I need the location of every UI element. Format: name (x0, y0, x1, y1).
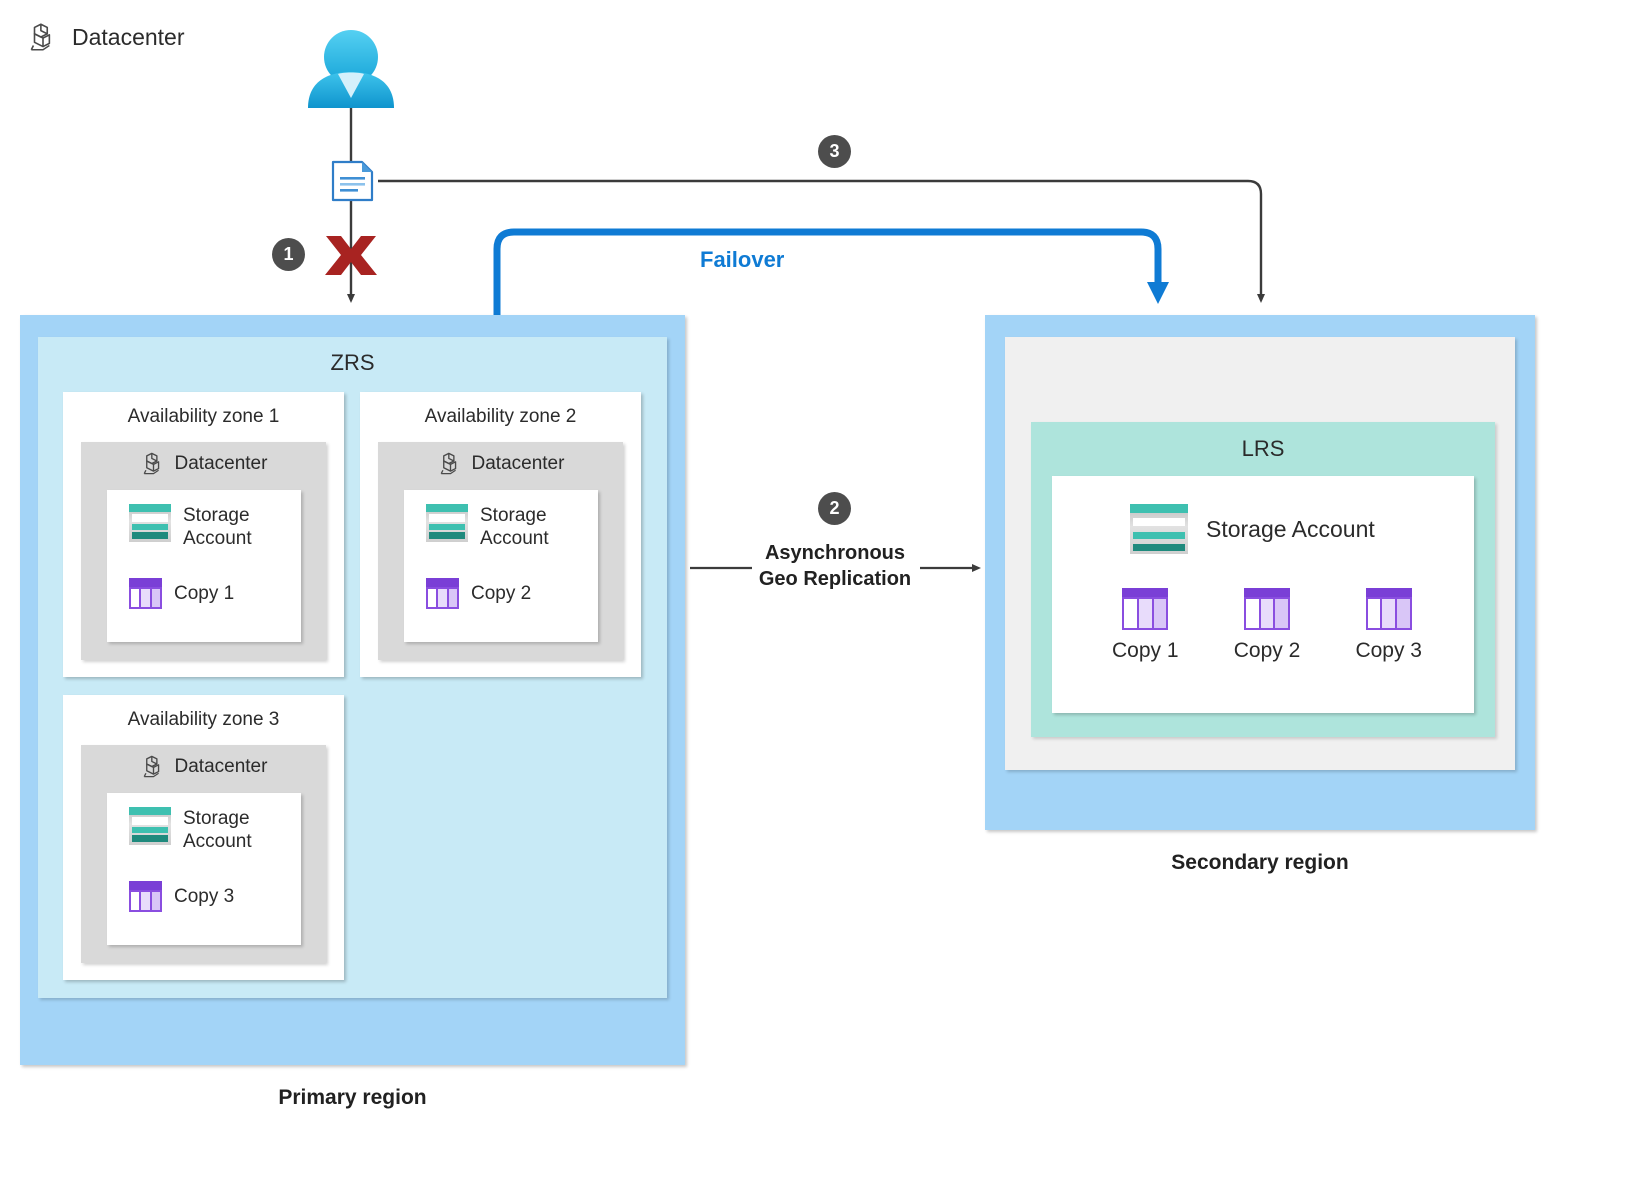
copy-label: Copy 3 (174, 885, 235, 907)
step-badge-2: 2 (818, 492, 851, 525)
datacenter-icon (30, 23, 51, 51)
copy-row: Copy 3 (129, 881, 234, 912)
copy-table-icon (426, 578, 459, 609)
geo-replication-label-line1: Asynchronous (764, 542, 906, 564)
secondary-datacenter-heading: Datacenter (26, 20, 185, 54)
storage-account-label-line1: Storage (183, 505, 250, 526)
step-badge-3: 3 (818, 135, 851, 168)
copy-label: Copy 2 (1233, 639, 1301, 662)
storage-account-label-line2: Account (480, 528, 549, 550)
failover-label: Failover (700, 247, 785, 272)
geo-replication-label-line2: Geo Replication (758, 568, 912, 590)
datacenter-heading: Datacenter (81, 753, 326, 780)
storage-account-label-line1: Storage (183, 808, 250, 829)
storage-account-icon (1130, 504, 1188, 554)
datacenter-heading: Datacenter (378, 450, 623, 477)
copy-label: Copy 1 (174, 582, 235, 604)
datacenter-heading: Datacenter (81, 450, 326, 477)
copy-label: Copy 2 (471, 582, 532, 604)
secondary-copies-row: Copy 1 Copy 2 Copy 3 (1112, 588, 1422, 663)
datacenter-label: Datacenter (471, 452, 565, 474)
copy-table-icon (129, 578, 162, 609)
storage-account-icon (129, 504, 171, 542)
datacenter-label: Datacenter (174, 452, 268, 474)
datacenter-icon (143, 755, 159, 778)
copy-table-icon (1243, 588, 1290, 630)
copy-row: Copy 1 (129, 578, 234, 609)
copy-label: Copy 3 (1355, 639, 1422, 662)
storage-account-label-line2: Account (183, 528, 252, 550)
step-badge-1: 1 (272, 238, 305, 271)
lrs-title: LRS (1241, 436, 1285, 461)
availability-zone-3-card: Availability zone 3 Datacenter (63, 695, 344, 980)
copy-label: Copy 1 (1112, 639, 1179, 662)
user-icon (308, 30, 394, 108)
lrs-inner-card: Storage Account Copy 1 Copy 2 Copy 3 (1052, 476, 1474, 713)
secondary-copy-3: Copy 3 (1355, 588, 1422, 663)
datacenter-label: Datacenter (174, 755, 268, 777)
red-x-icon (325, 236, 377, 275)
availability-zone-3-title: Availability zone 3 (127, 709, 280, 730)
secondary-storage-account-label: Storage Account (1206, 515, 1375, 542)
storage-account-label-line2: Account (183, 831, 252, 853)
copy-table-icon (1365, 588, 1412, 630)
availability-zone-2-card: Availability zone 2 Datacenter (360, 392, 641, 677)
storage-account-icon (129, 807, 171, 845)
secondary-copy-2: Copy 2 (1233, 588, 1301, 663)
secondary-storage-account-row: Storage Account (1130, 504, 1375, 554)
secondary-region-caption: Secondary region (1171, 851, 1349, 874)
availability-zone-1-card: Availability zone 1 Datacenter (63, 392, 344, 677)
copy-table-icon (1122, 588, 1169, 630)
storage-account-icon (426, 504, 468, 542)
geo-replication-label: Asynchronous Geo Replication (710, 540, 960, 592)
storage-account-label-line1: Storage (480, 505, 547, 526)
availability-zone-1-title: Availability zone 1 (127, 406, 280, 427)
zrs-title: ZRS (330, 350, 375, 375)
datacenter-icon (143, 452, 159, 475)
primary-region-caption: Primary region (278, 1086, 427, 1109)
copy-table-icon (129, 881, 162, 912)
secondary-datacenter-label: Datacenter (72, 23, 185, 50)
copy-row: Copy 2 (426, 578, 531, 609)
document-icon (331, 160, 374, 202)
secondary-copy-1: Copy 1 (1112, 588, 1179, 663)
availability-zone-2-title: Availability zone 2 (424, 406, 577, 427)
datacenter-icon (440, 452, 456, 475)
